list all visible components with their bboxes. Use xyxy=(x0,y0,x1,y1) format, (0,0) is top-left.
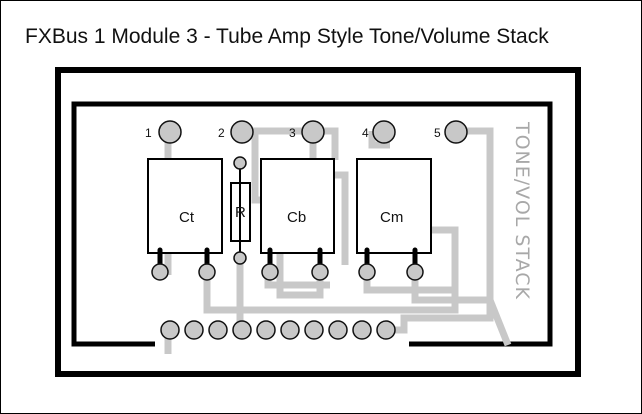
bus-pad-4 xyxy=(232,320,252,340)
connector-pad-1 xyxy=(158,120,182,144)
bus-pad-8 xyxy=(328,320,348,340)
pad-cb-left xyxy=(261,263,279,281)
diagram-title: FXBus 1 Module 3 - Tube Amp Style Tone/V… xyxy=(25,25,549,48)
label-r: R xyxy=(235,204,246,221)
connector-pad-5 xyxy=(444,120,468,144)
pad-r-bottom xyxy=(233,251,247,265)
pin-label-3: 3 xyxy=(289,126,296,140)
bus-pad-5 xyxy=(256,320,276,340)
capacitor-cm-body xyxy=(356,158,432,254)
pin-label-2: 2 xyxy=(218,126,225,140)
bus-pad-row xyxy=(160,320,396,340)
trace-pin2-top xyxy=(255,127,339,160)
pad-r-top xyxy=(233,156,247,170)
bus-pad-10 xyxy=(376,320,396,340)
bus-pad-3 xyxy=(208,320,228,340)
connector-pads: 1 2 3 4 5 xyxy=(145,120,468,144)
connector-pad-4 xyxy=(372,120,396,144)
side-label: TONE/VOL STACK xyxy=(511,121,533,300)
capacitor-cb-body xyxy=(260,158,335,254)
pad-cm-right xyxy=(406,263,424,281)
connector-pad-2 xyxy=(230,120,254,144)
connector-pad-3 xyxy=(301,120,325,144)
bus-pad-9 xyxy=(352,320,372,340)
capacitor-ct-body xyxy=(147,158,223,254)
trace-diag xyxy=(486,298,512,347)
pad-cm-left xyxy=(358,263,376,281)
pad-cb-right xyxy=(311,263,329,281)
inner-outline xyxy=(71,101,553,347)
board-outline xyxy=(55,67,581,377)
trace-ct-right xyxy=(203,275,250,314)
pin-label-5: 5 xyxy=(434,126,441,140)
trace-bus-right xyxy=(384,300,494,334)
bus-pad-1 xyxy=(160,320,180,340)
bus-pad-7 xyxy=(304,320,324,340)
bus-pad-6 xyxy=(280,320,300,340)
label-cm: Cm xyxy=(380,209,403,226)
trace-pin4 xyxy=(368,131,390,149)
label-ct: Ct xyxy=(179,209,195,226)
bus-pad-2 xyxy=(184,320,204,340)
pin-label-4: 4 xyxy=(362,126,369,140)
pad-ct-right xyxy=(198,263,216,281)
pin-label-1: 1 xyxy=(145,126,152,140)
label-cb: Cb xyxy=(287,209,306,226)
pad-ct-left xyxy=(151,263,169,281)
